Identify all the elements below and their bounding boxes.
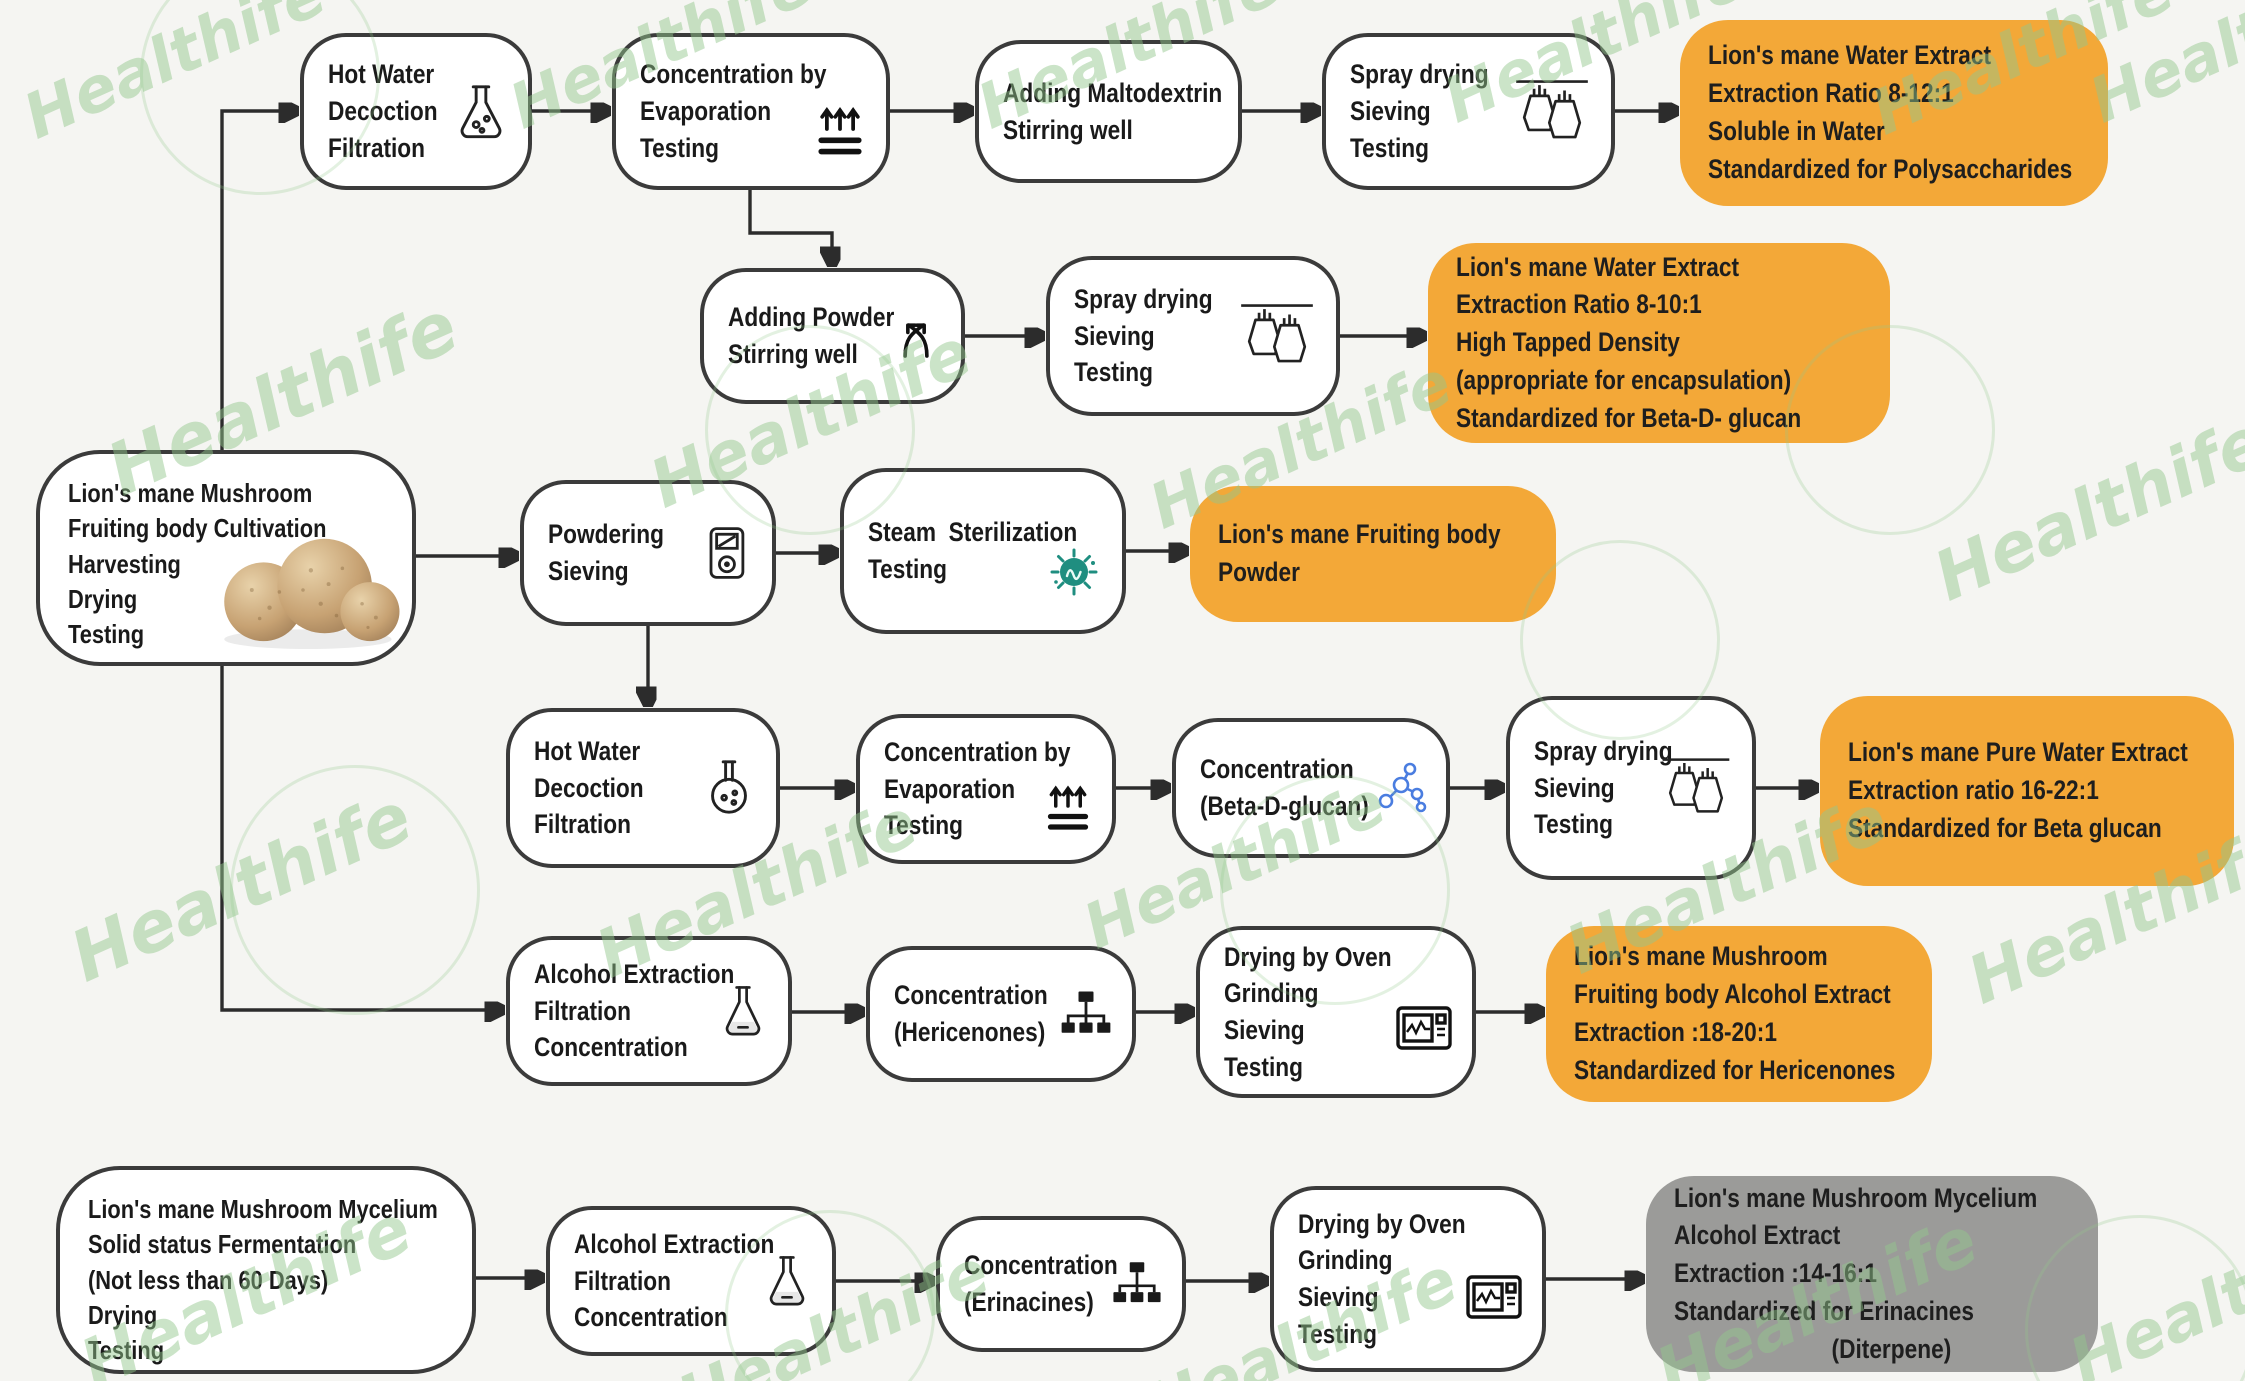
spray-dryer-icon: [1656, 753, 1736, 823]
result-label: Lion's mane Mushroom Mycelium Alcohol Ex…: [1674, 1182, 2038, 1364]
process-node-alcohol-extraction-1: Alcohol Extraction Filtration Concentrat…: [506, 936, 792, 1086]
process-node-powdering: Powdering Sieving: [520, 480, 776, 626]
arrow-concentration-to-addingpowder: [748, 190, 832, 261]
molecule-icon: [1366, 756, 1430, 820]
mushrooms-photo: [204, 525, 402, 658]
node-label: Alcohol Extraction Filtration Concentrat…: [574, 1228, 775, 1333]
spray-dryer-icon: [1509, 74, 1595, 150]
mixing-arrows-icon: [887, 307, 945, 365]
grinder-icon: [696, 523, 756, 583]
node-label: Concentration by Evaporation Testing: [640, 59, 827, 163]
node-label: Concentration (Beta-D-glucan): [1200, 754, 1369, 821]
round-flask-icon: [698, 757, 760, 819]
evaporation-icon: [1040, 778, 1096, 834]
node-label: Drying by Oven Grinding Sieving Testing: [1298, 1208, 1466, 1349]
alcohol-flask-icon: [714, 982, 772, 1040]
result-label: Lion's mane Pure Water Extract Extractio…: [1848, 737, 2188, 843]
process-node-spray-drying-3: Spray drying Sieving Testing: [1506, 696, 1756, 880]
watermark-ring: [230, 765, 480, 1015]
node-label: Adding Maltodextrin Stirring well: [1003, 77, 1223, 145]
process-node-alcohol-extraction-2: Alcohol Extraction Filtration Concentrat…: [546, 1206, 836, 1356]
arrow-source-to-hotwater-top: [220, 111, 293, 450]
process-node-hot-water-decoction-1: Hot Water Decoction Filtration: [300, 33, 532, 190]
alcohol-flask-icon: [758, 1252, 816, 1310]
node-label: Concentration (Erinacines): [964, 1250, 1118, 1317]
result-pure-water-extract-16-22: Lion's mane Pure Water Extract Extractio…: [1820, 696, 2234, 886]
watermark-text: Healthife: [13, 0, 337, 154]
node-label: Hot Water Decoction Filtration: [534, 735, 644, 840]
oven-icon: [1392, 996, 1456, 1060]
node-label: Drying by Oven Grinding Sieving Testing: [1224, 941, 1392, 1082]
node-label: Adding Powder Stirring well: [728, 302, 895, 369]
watermark-text: Healthife: [58, 775, 424, 999]
node-label: Lion's mane Mushroom Mycelium Solid stat…: [88, 1194, 438, 1366]
arrow-source-to-alcohol: [220, 666, 499, 1010]
node-label: Alcohol Extraction Filtration Concentrat…: [534, 958, 735, 1063]
result-label: Lion's mane Fruiting body Powder: [1218, 519, 1501, 587]
process-node-concentration-erinacines: Concentration (Erinacines): [936, 1216, 1186, 1352]
source-node-fruiting-body: Lion's mane Mushroom Fruiting body Culti…: [36, 450, 416, 666]
process-node-drying-oven-1: Drying by Oven Grinding Sieving Testing: [1196, 926, 1476, 1098]
result-fruiting-body-alcohol-extract: Lion's mane Mushroom Fruiting body Alcoh…: [1546, 926, 1932, 1102]
result-water-extract-8-12: Lion's mane Water Extract Extraction Rat…: [1680, 20, 2108, 206]
evaporation-icon: [810, 99, 870, 159]
result-fruiting-body-powder: Lion's mane Fruiting body Powder: [1190, 486, 1556, 622]
hierarchy-icon: [1056, 984, 1116, 1044]
spray-dryer-icon: [1234, 298, 1320, 374]
node-label: Lion's mane Mushroom Fruiting body Culti…: [68, 478, 327, 650]
process-node-adding-powder: Adding Powder Stirring well: [700, 268, 965, 404]
process-node-adding-maltodextrin: Adding Maltodextrin Stirring well: [975, 40, 1242, 183]
process-node-spray-drying-1: Spray drying Sieving Testing: [1322, 33, 1615, 190]
result-water-extract-8-10: Lion's mane Water Extract Extraction Rat…: [1428, 243, 1890, 443]
hierarchy-icon: [1108, 1255, 1166, 1313]
flask-icon: [450, 81, 512, 143]
process-node-concentration-evaporation-2: Concentration by Evaporation Testing: [856, 714, 1116, 864]
process-node-spray-drying-2: Spray drying Sieving Testing: [1046, 256, 1340, 416]
process-node-hot-water-decoction-2: Hot Water Decoction Filtration: [506, 708, 780, 868]
node-label: Steam Sterilization Testing: [868, 517, 1078, 584]
node-label: Concentration by Evaporation Testing: [884, 736, 1071, 841]
node-label: Spray drying Sieving Testing: [1350, 59, 1489, 163]
result-mycelium-alcohol-extract: Lion's mane Mushroom Mycelium Alcohol Ex…: [1646, 1176, 2098, 1372]
process-node-concentration-hericenones: Concentration (Hericenones): [866, 946, 1136, 1082]
watermark-text: Healthife: [1923, 401, 2245, 618]
result-label: Lion's mane Water Extract Extraction Rat…: [1456, 251, 1802, 433]
node-label: Spray drying Sieving Testing: [1534, 735, 1673, 840]
result-label: Lion's mane Mushroom Fruiting body Alcoh…: [1574, 941, 1896, 1085]
node-label: Powdering Sieving: [548, 519, 664, 586]
source-node-mycelium: Lion's mane Mushroom Mycelium Solid stat…: [56, 1166, 476, 1374]
node-label: Spray drying Sieving Testing: [1074, 283, 1213, 388]
oven-icon: [1462, 1265, 1526, 1329]
process-node-concentration-evaporation-1: Concentration by Evaporation Testing: [612, 33, 890, 190]
process-node-drying-oven-2: Drying by Oven Grinding Sieving Testing: [1270, 1186, 1546, 1372]
process-node-concentration-beta-d-glucan: Concentration (Beta-D-glucan): [1172, 718, 1450, 858]
process-node-steam-sterilization: Steam Sterilization Testing: [840, 468, 1126, 634]
steam-sterilization-icon: [1042, 540, 1106, 604]
node-label: Concentration (Hericenones): [894, 980, 1048, 1047]
result-label: Lion's mane Water Extract Extraction Rat…: [1708, 40, 2073, 184]
node-label: Hot Water Decoction Filtration: [328, 59, 438, 163]
